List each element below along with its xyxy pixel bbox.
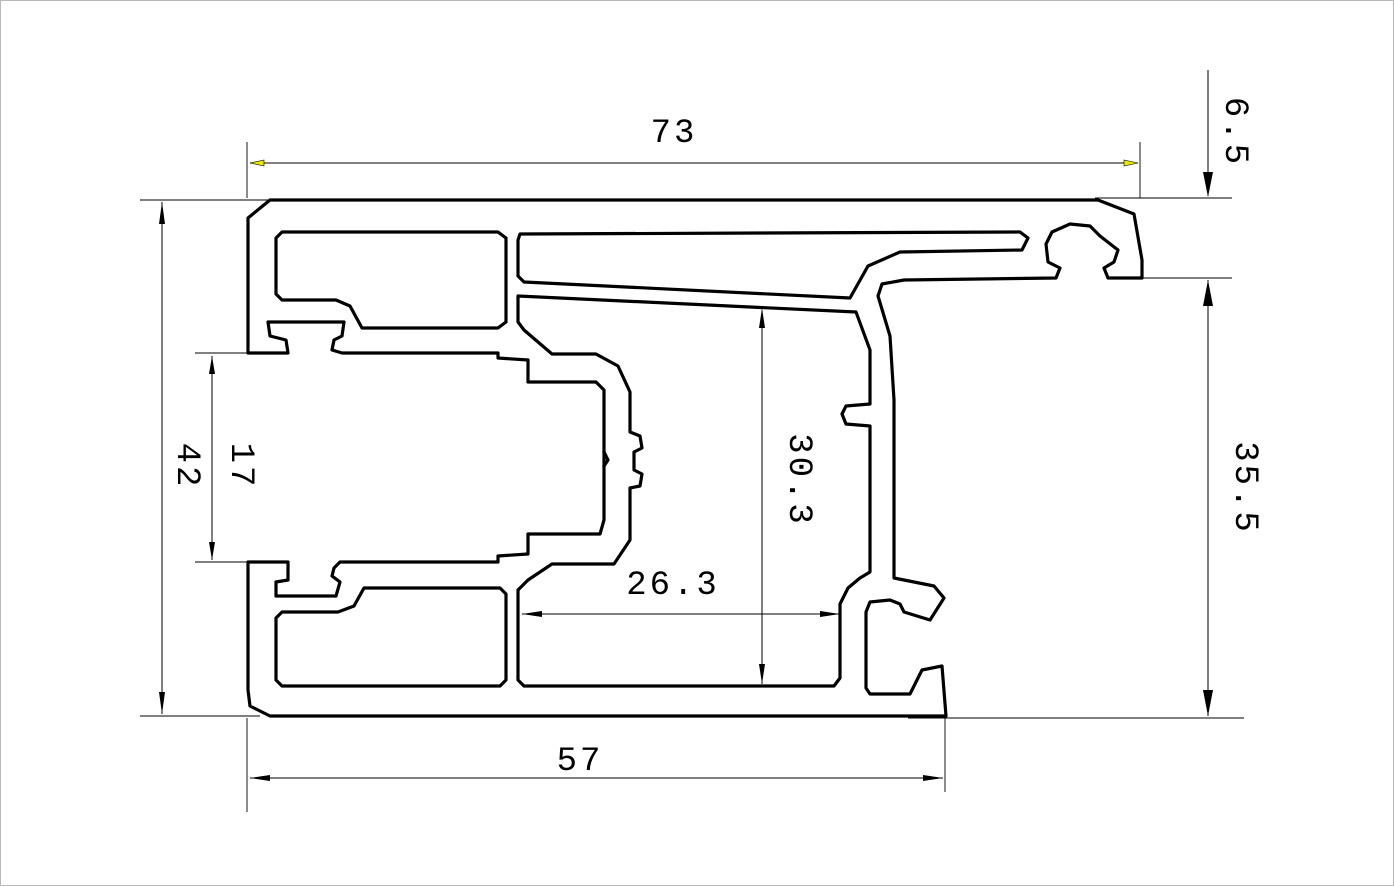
dimension-bottom-width: 57 <box>250 743 943 781</box>
profile-cross-section <box>246 198 1144 718</box>
slot-notch <box>602 450 610 468</box>
dimension-label-42: 42 <box>167 443 205 490</box>
chamber-lower-left <box>274 586 508 688</box>
dimension-top-offset: 6.5 <box>1203 70 1253 197</box>
chamber-central <box>516 294 872 688</box>
dimension-chamber-height: 30.3 <box>759 308 817 684</box>
dimension-label-17: 17 <box>221 443 259 490</box>
dimension-label-30-3: 30.3 <box>779 433 817 527</box>
chamber-upper-left <box>274 230 508 330</box>
dimension-label-6-5: 6.5 <box>1215 97 1253 167</box>
chamber-upper-center <box>516 230 1030 300</box>
dimension-label-35-5: 35.5 <box>1225 441 1263 535</box>
extension-lines <box>140 142 1244 812</box>
dimension-label-73: 73 <box>651 115 698 153</box>
dimension-label-57: 57 <box>557 743 604 781</box>
dimension-chamber-width: 26.3 <box>522 567 840 617</box>
dimension-slot-height: 17 <box>209 356 259 560</box>
dimension-label-26-3: 26.3 <box>626 567 720 605</box>
dimension-overall-width: 73 <box>249 115 1139 167</box>
dimension-overall-height: 42 <box>159 202 205 714</box>
dimension-right-height: 35.5 <box>1203 280 1263 716</box>
profile-outer-contour <box>246 198 1144 718</box>
